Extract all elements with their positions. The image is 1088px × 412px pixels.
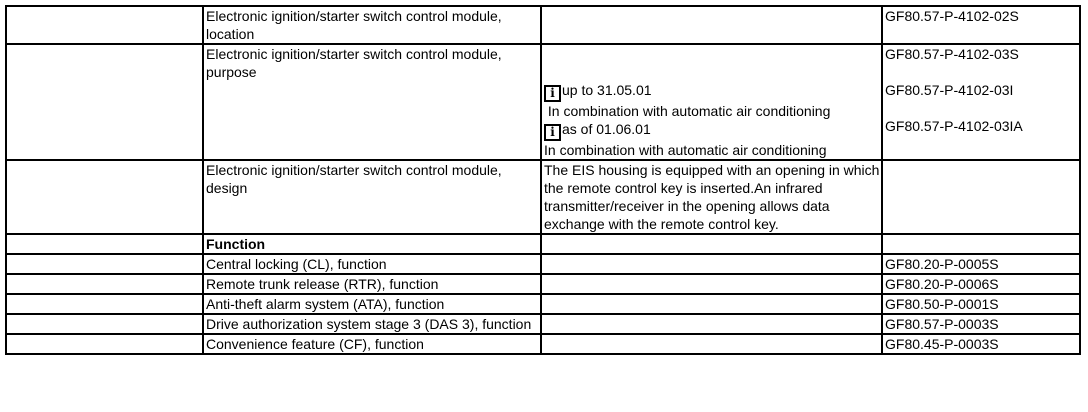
blank-cell: [5, 313, 204, 335]
reference-table: Electronic ignition/starter switch contr…: [5, 5, 1081, 355]
note-date: up to 31.05.01: [562, 82, 652, 98]
row-code-link[interactable]: GF80.20-P-0006S: [881, 273, 1081, 295]
blank-cell: [5, 333, 204, 355]
table-row: Function: [5, 233, 1081, 255]
row-info: The EIS housing is equipped with an open…: [540, 159, 883, 235]
blank-cell: [5, 233, 204, 255]
row-info: [540, 5, 883, 45]
row-code-link[interactable]: GF80.20-P-0005S: [881, 253, 1081, 275]
row-code-link[interactable]: GF80.57-P-4102-02S: [881, 5, 1081, 45]
row-info: [540, 253, 883, 275]
table-row: Electronic ignition/starter switch contr…: [5, 5, 1081, 45]
blank-cell: [5, 273, 204, 295]
note-date: as of 01.06.01: [562, 121, 651, 137]
row-title: Central locking (CL), function: [202, 253, 542, 275]
info-icon: i: [544, 124, 561, 141]
blank-cell: [5, 253, 204, 275]
row-code-link[interactable]: [881, 233, 1081, 255]
row-code-link[interactable]: GF80.57-P-4102-03I: [885, 82, 1014, 98]
row-info: [540, 293, 883, 315]
row-code-link[interactable]: GF80.57-P-0003S: [881, 313, 1081, 335]
blank-cell: [5, 293, 204, 315]
row-code-link[interactable]: GF80.57-P-4102-03S: [885, 46, 1019, 62]
row-code-link[interactable]: GF80.45-P-0003S: [881, 333, 1081, 355]
table-row: Anti-theft alarm system (ATA), function …: [5, 293, 1081, 315]
row-title: Remote trunk release (RTR), function: [202, 273, 542, 295]
table-row: Drive authorization system stage 3 (DAS …: [5, 313, 1081, 335]
info-icon: i: [544, 85, 561, 102]
row-title: Convenience feature (CF), function: [202, 333, 542, 355]
blank-cell: [5, 43, 204, 161]
section-heading: Function: [202, 233, 542, 255]
row-title: Electronic ignition/starter switch contr…: [202, 159, 542, 235]
table-row: Remote trunk release (RTR), function GF8…: [5, 273, 1081, 295]
row-code-link[interactable]: GF80.57-P-4102-03IA: [885, 118, 1023, 134]
row-info: [540, 233, 883, 255]
table-row: Electronic ignition/starter switch contr…: [5, 43, 1081, 161]
blank-cell: [5, 5, 204, 45]
row-info: [540, 313, 883, 335]
row-info: [540, 273, 883, 295]
table-row: Central locking (CL), function GF80.20-P…: [5, 253, 1081, 275]
row-title: Electronic ignition/starter switch contr…: [202, 43, 542, 161]
row-title: Drive authorization system stage 3 (DAS …: [202, 313, 542, 335]
row-code-link[interactable]: [881, 159, 1081, 235]
row-title: Anti-theft alarm system (ATA), function: [202, 293, 542, 315]
note-text: In combination with automatic air condit…: [544, 103, 831, 119]
note-text: In combination with automatic air condit…: [544, 142, 827, 158]
row-title: Electronic ignition/starter switch contr…: [202, 5, 542, 45]
table-row: Convenience feature (CF), function GF80.…: [5, 333, 1081, 355]
row-info: [540, 333, 883, 355]
blank-cell: [5, 159, 204, 235]
document-table-container: Electronic ignition/starter switch contr…: [5, 5, 1081, 355]
row-codes: GF80.57-P-4102-03S GF80.57-P-4102-03I GF…: [881, 43, 1081, 161]
row-code-link[interactable]: GF80.50-P-0001S: [881, 293, 1081, 315]
table-row: Electronic ignition/starter switch contr…: [5, 159, 1081, 235]
